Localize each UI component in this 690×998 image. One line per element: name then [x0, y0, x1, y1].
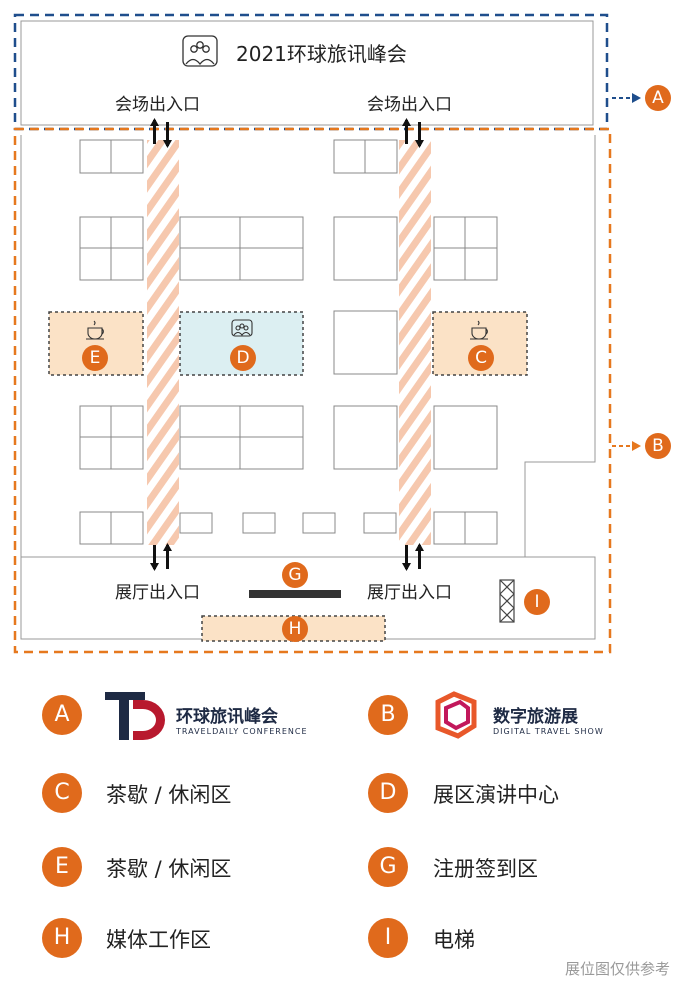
- zone-b-boundary: [13, 127, 612, 654]
- registration-desk: [249, 590, 341, 598]
- zone-a-badge: A: [645, 85, 671, 111]
- venue-entrance-left-label: 会场出入口: [115, 95, 200, 115]
- legend-text-d: 展区演讲中心: [433, 783, 559, 807]
- legend-text-e: 茶歇 / 休闲区: [106, 857, 232, 881]
- legend-badge-c: C: [42, 773, 82, 813]
- aisle-left: [147, 140, 179, 545]
- legend-badge-b: B: [368, 695, 408, 735]
- audience-icon: [231, 319, 253, 337]
- legend-badge-d: D: [368, 773, 408, 813]
- legend-text-g: 注册签到区: [433, 857, 538, 881]
- pointer-arrow-a: [612, 93, 641, 103]
- legend-badge-a: A: [42, 695, 82, 735]
- pointer-arrow-b: [612, 441, 641, 451]
- zone-c-badge: C: [468, 345, 494, 371]
- zone-i-badge: I: [524, 589, 550, 615]
- floor-plan: [13, 13, 641, 654]
- dts-subtitle: DIGITAL TRAVEL SHOW: [493, 727, 604, 736]
- audience-icon: [182, 35, 218, 67]
- zone-g-badge: G: [282, 562, 308, 588]
- booths: [79, 139, 498, 545]
- coffee-cup-icon: [86, 320, 104, 340]
- stage-zone-d: [179, 311, 304, 376]
- zone-h-badge: H: [282, 616, 308, 642]
- zone-a-boundary: [13, 13, 609, 131]
- event-title: 2021环球旅讯峰会: [236, 42, 407, 66]
- legend-text-i: 电梯: [433, 928, 475, 952]
- legend-text-c: 茶歇 / 休闲区: [106, 783, 232, 807]
- legend-text-h: 媒体工作区: [106, 928, 211, 952]
- aisle-right: [399, 140, 431, 545]
- arrow-icon: [150, 118, 424, 571]
- traveldaily-name: 环球旅讯峰会: [176, 707, 278, 727]
- hall-entrance-right-label: 展厅出入口: [367, 583, 452, 603]
- traveldaily-logo: [105, 692, 165, 740]
- reference-note: 展位图仅供参考: [564, 960, 670, 978]
- legend-badge-g: G: [368, 847, 408, 887]
- venue-entrance-right-label: 会场出入口: [367, 95, 452, 115]
- traveldaily-subtitle: TRAVELDAILY CONFERENCE: [176, 727, 308, 736]
- coffee-cup-icon: [470, 320, 488, 340]
- legend-badge-i: I: [368, 918, 408, 958]
- zone-d-badge: D: [230, 345, 256, 371]
- hall-entrance-left-label: 展厅出入口: [115, 583, 200, 603]
- digital-travel-show-logo: [435, 691, 477, 739]
- legend-badge-h: H: [42, 918, 82, 958]
- legend-badge-e: E: [42, 847, 82, 887]
- zone-b-badge: B: [645, 433, 671, 459]
- elevator-icon: [499, 579, 515, 623]
- zone-e-badge: E: [82, 345, 108, 371]
- dts-name: 数字旅游展: [493, 707, 578, 727]
